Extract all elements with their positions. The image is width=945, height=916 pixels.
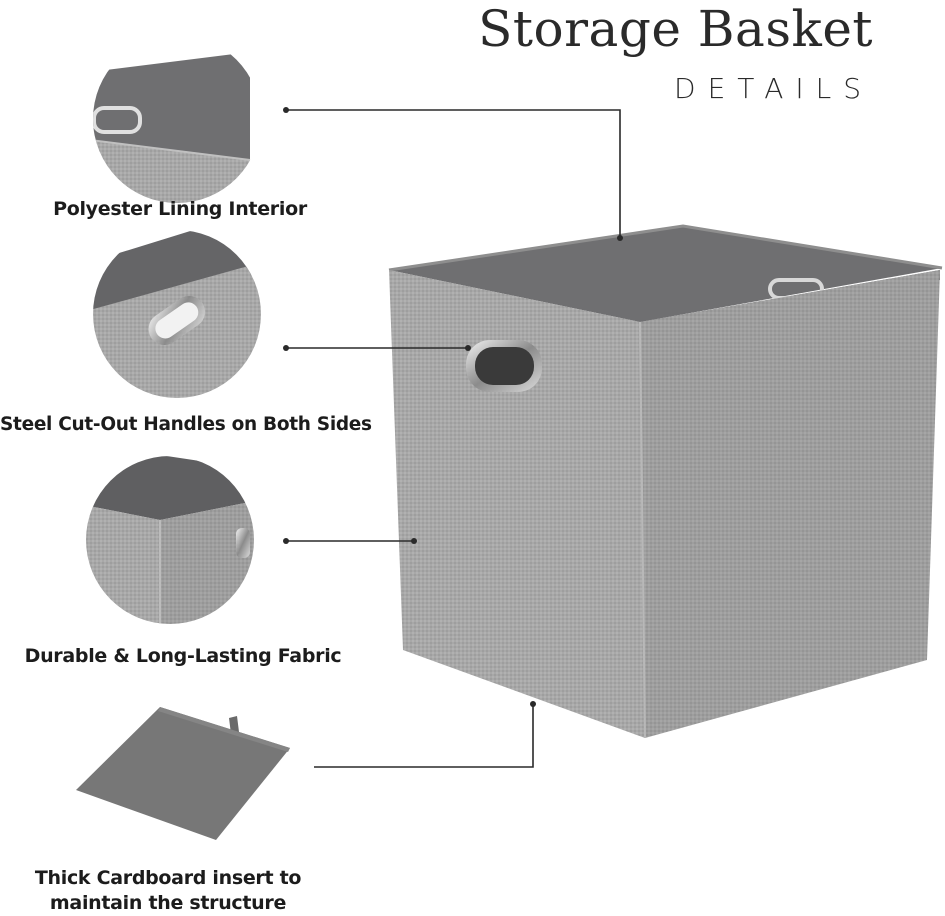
page-title: Storage Basket	[478, 0, 873, 58]
fabric-detail-image	[86, 456, 254, 624]
feature-label-handles: Steel Cut-Out Handles on Both Sides	[0, 414, 372, 435]
cardboard-insert-image	[76, 707, 290, 840]
handle-detail-image	[93, 230, 261, 398]
feature-label-lining: Polyester Lining Interior	[53, 198, 307, 220]
lining-detail-image	[93, 35, 261, 203]
feature-label-insert: Thick Cardboard insert to maintain the s…	[34, 867, 302, 914]
front-handle	[466, 340, 542, 392]
feature-label-fabric: Durable & Long-Lasting Fabric	[24, 645, 342, 667]
page-subtitle: DETAILS	[674, 72, 873, 105]
leader-lines	[286, 109, 621, 768]
leader-dots	[283, 107, 623, 707]
storage-basket-image	[388, 224, 943, 739]
